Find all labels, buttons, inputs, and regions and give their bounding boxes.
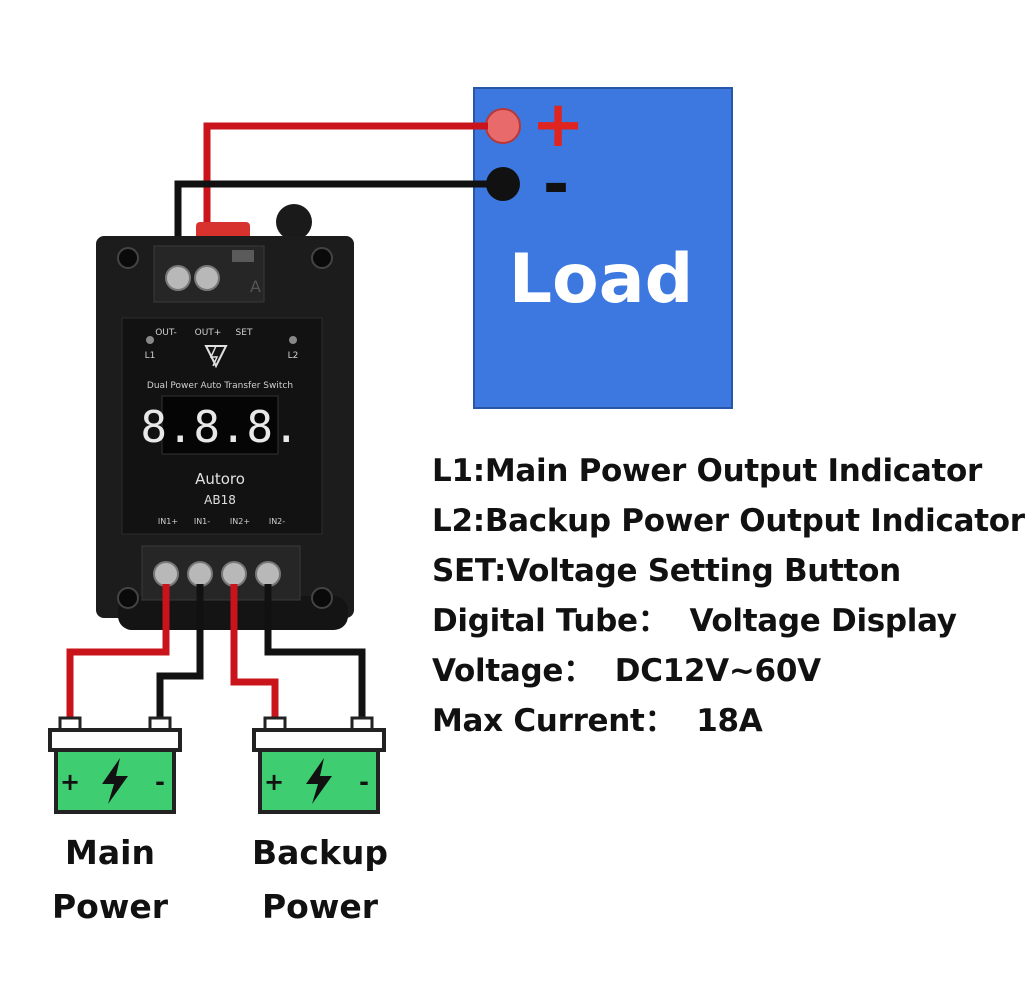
label-out-plus: OUT+ (195, 328, 222, 338)
lightning-triangle-icon (204, 345, 228, 369)
mount-hole (117, 247, 139, 269)
main-black-wire (156, 584, 204, 722)
backup-power-caption-line1: Backup (251, 833, 389, 872)
main-red-wire (66, 584, 170, 722)
label-in1-plus: IN1+ (158, 517, 178, 526)
battery-minus: - (359, 768, 369, 796)
label-in2-minus: IN2- (269, 517, 285, 526)
backup-battery: + - (252, 716, 386, 814)
load-positive-symbol: + (531, 88, 585, 162)
load-label: Load (509, 240, 694, 319)
spec-max-current: Max Current： 18A (432, 703, 763, 739)
set-button (232, 250, 254, 262)
load-positive-terminal (485, 108, 521, 144)
terminal-partial-label: A (250, 277, 261, 296)
battery-body (54, 748, 176, 814)
label-l1: L1 (145, 351, 156, 361)
load-box: + - Load (473, 87, 733, 409)
module-top-knob (276, 204, 312, 240)
label-in1-minus: IN1- (194, 517, 210, 526)
backup-black-wire (264, 584, 366, 722)
display-digits: 8.8.8. (141, 402, 300, 453)
backup-power-caption-line2: Power (262, 887, 378, 926)
backup-red-wire (230, 584, 279, 722)
digital-tube-display (161, 395, 279, 455)
mount-hole (311, 587, 333, 609)
terminal-screw (187, 561, 213, 587)
load-negative-terminal (486, 167, 520, 201)
load-rect (473, 87, 733, 409)
lightning-bolt-icon (306, 758, 332, 804)
module-model: AB18 (204, 493, 236, 507)
led-l2 (289, 336, 297, 344)
spec-voltage: Voltage： DC12V~60V (432, 653, 821, 689)
terminal-screw (194, 265, 220, 291)
main-battery: + - (48, 716, 182, 814)
wiring-diagram: + - Load A OUT- OUT+ SET L1 L2 (48, 87, 733, 814)
battery-lid (252, 728, 386, 752)
spec-digital-tube: Digital Tube： Voltage Display (432, 603, 957, 639)
led-l1 (146, 336, 154, 344)
battery-lid (48, 728, 182, 752)
main-power-caption: Main Power (30, 826, 190, 934)
backup-power-caption: Backup Power (230, 826, 410, 934)
spec-l1: L1:Main Power Output Indicator (432, 453, 982, 489)
terminal-screw (255, 561, 281, 587)
label-out-minus: OUT- (155, 328, 177, 338)
label-in2-plus: IN2+ (230, 517, 250, 526)
label-set: SET (236, 328, 253, 338)
label-l2: L2 (288, 351, 299, 361)
transfer-switch-module: A OUT- OUT+ SET L1 L2 Dual Power Auto Tr… (96, 204, 354, 630)
terminal-screw (165, 265, 191, 291)
battery-plus: + (60, 768, 80, 796)
main-power-caption-line1: Main (65, 833, 155, 872)
spec-set: SET:Voltage Setting Button (432, 553, 901, 589)
module-subtitle: Dual Power Auto Transfer Switch (147, 381, 293, 391)
spec-l2: L2:Backup Power Output Indicator (432, 503, 1025, 539)
terminal-screw (221, 561, 247, 587)
mount-hole (117, 587, 139, 609)
lightning-bolt-icon (102, 758, 128, 804)
load-negative-symbol: - (543, 148, 570, 222)
spec-list: L1:Main Power Output Indicator L2:Backup… (432, 450, 1025, 750)
battery-plus: + (264, 768, 284, 796)
main-power-caption-line2: Power (52, 887, 168, 926)
module-brand: Autoro (195, 470, 245, 488)
terminal-screw (153, 561, 179, 587)
mount-hole (311, 247, 333, 269)
battery-minus: - (155, 768, 165, 796)
